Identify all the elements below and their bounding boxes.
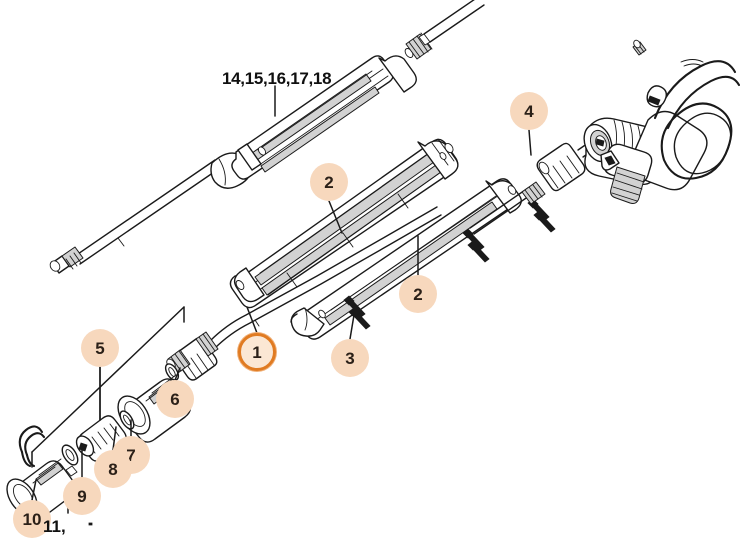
part-spray-lance-long (49, 0, 485, 274)
callout-bubble-4-coupling-sleeve[interactable]: 4 (510, 92, 548, 130)
callout-bubble-5-repair-kit-group[interactable]: 5 (81, 329, 119, 367)
callout-bubble-2-rotary-lance-upper[interactable]: 2 (310, 163, 348, 201)
callout-bubble-10-protective-cap[interactable]: 10 (13, 500, 51, 538)
part-coupling-sleeve (469, 138, 600, 235)
part-nozzle-body (75, 415, 127, 462)
part-rotary-lance-upper (229, 138, 459, 309)
leader-line (246, 306, 258, 334)
leader-line (349, 314, 355, 340)
part-seal-ring (61, 444, 79, 466)
leader-line (174, 367, 181, 381)
callout-leader-lines (31, 85, 532, 514)
callout-bubble-6-union-nut[interactable]: 6 (156, 380, 194, 418)
leader-line (31, 479, 37, 501)
part-screws (343, 198, 556, 330)
callout-bubble-8-o-ring-inner[interactable]: 8 (94, 450, 132, 488)
part-spray-gun (583, 39, 740, 204)
callout-bubble-3-screws[interactable]: 3 (331, 339, 369, 377)
callout-bubble-2-rotary-lance-lower[interactable]: 2 (399, 275, 437, 313)
leader-line (528, 129, 532, 156)
part-rotary-lance-lower (290, 178, 522, 340)
leader-line (328, 200, 343, 234)
callout-bubble-9-seal-ring[interactable]: 9 (63, 477, 101, 515)
callout-bubble-1-spray-lance-assembly[interactable]: 1 (238, 333, 276, 371)
part-retaining-clip (18, 425, 46, 468)
label-11: 11, (43, 517, 66, 536)
group-label-top: 14,15,16,17,18 (222, 69, 332, 88)
